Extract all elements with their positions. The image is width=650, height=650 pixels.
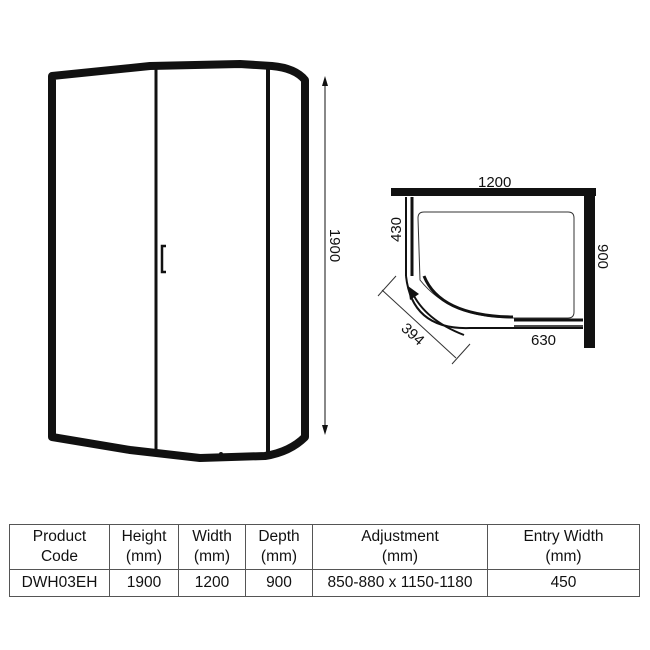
header-entry-width: Entry Width(mm): [487, 524, 640, 570]
plan-width-label: 1200: [478, 174, 512, 191]
cell-height: 1900: [109, 569, 179, 597]
entry-dimension-line: [381, 289, 457, 359]
cell-depth: 900: [245, 569, 313, 597]
cell-width: 1200: [178, 569, 246, 597]
door-sweep-arrow: [411, 291, 465, 336]
header-width: Width(mm): [178, 524, 246, 570]
front-panel-label: 630: [531, 332, 557, 349]
back-wall: [391, 188, 596, 196]
shower-tray-outline: [417, 211, 575, 319]
cell-adjustment: 850-880 x 1150-1180: [312, 569, 488, 597]
header-height: Height(mm): [109, 524, 179, 570]
door-handle-icon: [160, 244, 166, 274]
cell-entry-width: 450: [487, 569, 640, 597]
enclosure-outer-frame: [48, 60, 309, 462]
right-wall: [584, 188, 595, 348]
curved-door: [422, 275, 514, 319]
table-row: DWH03EH 1900 1200 900 850-880 x 1150-118…: [9, 569, 640, 597]
plan-depth-label: 900: [594, 243, 612, 270]
cell-product-code: DWH03EH: [9, 569, 110, 597]
side-panel-label: 430: [388, 216, 406, 243]
header-depth: Depth(mm): [245, 524, 313, 570]
height-dimension-label: 1900: [326, 228, 344, 263]
header-adjustment: Adjustment(mm): [312, 524, 488, 570]
